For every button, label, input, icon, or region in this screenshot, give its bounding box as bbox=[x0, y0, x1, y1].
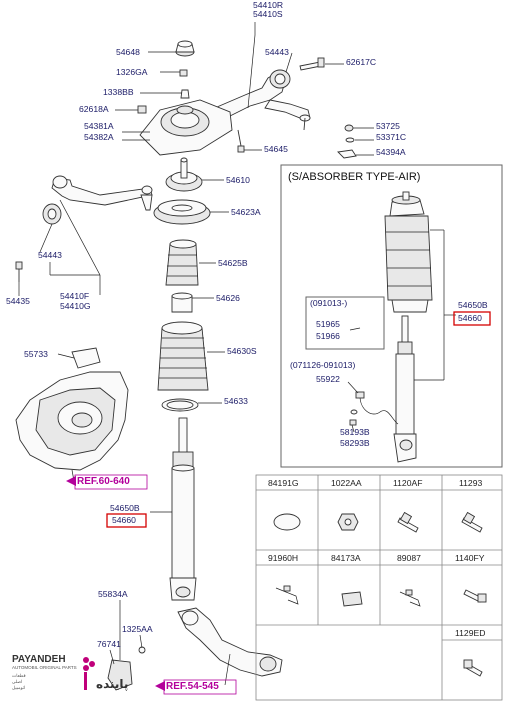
logo-sub2: اصلی bbox=[12, 679, 22, 684]
bolt-icon bbox=[461, 511, 483, 533]
table-header-1140FY: 1140FY bbox=[455, 553, 485, 563]
ref-label-ref60640: REF.60-640 bbox=[77, 476, 130, 487]
part-label-p54410F: 54410F bbox=[60, 291, 89, 301]
part-label-p55834A: 55834A bbox=[98, 589, 128, 599]
part-label-p54382A: 54382A bbox=[84, 132, 114, 142]
strut-column bbox=[153, 157, 211, 601]
part-label-p54650Ba: 54650B bbox=[110, 503, 140, 513]
clip-icon bbox=[275, 585, 299, 605]
part-label-p54648: 54648 bbox=[116, 47, 140, 57]
part-label-p071126: (071126-091013) bbox=[290, 360, 355, 370]
part-label-p58293B: 58293B bbox=[340, 438, 370, 448]
part-label-p54650Bb: 54650B bbox=[458, 300, 488, 310]
part-label-p62617C: 62617C bbox=[346, 57, 376, 67]
part-label-p54394A: 54394A bbox=[376, 147, 406, 157]
parts-table: 84191G 1022AA 1120AF 11293 91960H 84173A… bbox=[255, 474, 503, 701]
table-header-1022AA: 1022AA bbox=[331, 478, 362, 488]
part-label-p54626: 54626 bbox=[216, 293, 240, 303]
ref-label-ref54545: REF.54-545 bbox=[166, 681, 219, 692]
lower-arm-assembly bbox=[15, 175, 153, 282]
part-label-p54610: 54610 bbox=[226, 175, 250, 185]
part-label-p54443a: 54443 bbox=[265, 47, 289, 57]
part-label-p54645: 54645 bbox=[264, 144, 288, 154]
part-label-p53725: 53725 bbox=[376, 121, 400, 131]
part-label-p54381A: 54381A bbox=[84, 121, 114, 131]
part-label-p53371C: 53371C bbox=[376, 132, 406, 142]
air-absorber-inset: (S/ABSORBER TYPE-AIR) bbox=[280, 164, 503, 468]
leader-lines bbox=[18, 22, 374, 686]
part-label-p51965: 51965 bbox=[316, 319, 340, 329]
logo-tagline: AUTOMOBIL ORIGINAL PARTS bbox=[12, 665, 77, 670]
logo-persian: پاینده bbox=[96, 677, 128, 691]
pad-icon bbox=[341, 591, 363, 607]
part-label-p55733: 55733 bbox=[24, 349, 48, 359]
table-header-1129ED: 1129ED bbox=[455, 628, 485, 638]
part-label-p55922: 55922 bbox=[316, 374, 340, 384]
bolt-icon bbox=[463, 659, 483, 677]
part-label-p54410R: 54410R bbox=[253, 0, 283, 10]
part-label-p54660a: 54660 bbox=[112, 515, 136, 525]
part-label-p54630S: 54630S bbox=[227, 346, 257, 356]
part-label-p54443b: 54443 bbox=[38, 250, 62, 260]
clip-icon bbox=[399, 589, 421, 607]
table-header-84191G: 84191G bbox=[268, 478, 299, 488]
part-label-p54410S: 54410S bbox=[253, 9, 283, 19]
nut-icon bbox=[337, 513, 359, 531]
part-label-p54660b: 54660 bbox=[458, 313, 482, 323]
table-header-84173A: 84173A bbox=[331, 553, 361, 563]
part-label-p091013: (091013-) bbox=[310, 298, 347, 308]
part-label-p62618A: 62618A bbox=[79, 104, 109, 114]
plug-icon bbox=[273, 513, 301, 531]
part-label-p1338BB: 1338BB bbox=[103, 87, 134, 97]
part-label-p76741: 76741 bbox=[97, 639, 121, 649]
part-label-p51966: 51966 bbox=[316, 331, 340, 341]
inset-title: (S/ABSORBER TYPE-AIR) bbox=[288, 171, 420, 183]
logo-sub1: قطعات bbox=[12, 673, 26, 678]
table-header-1120AF: 1120AF bbox=[393, 478, 422, 488]
part-label-p1325AA: 1325AA bbox=[122, 624, 153, 634]
body-panel-ref-60-640 bbox=[15, 347, 129, 471]
part-label-p54410G: 54410G bbox=[60, 301, 91, 311]
payandeh-logo: PAYANDEH AUTOMOBIL ORIGINAL PARTS قطعات … bbox=[12, 654, 128, 691]
ref-arrows bbox=[66, 474, 237, 695]
table-header-11293: 11293 bbox=[459, 478, 482, 488]
part-label-p1326GA: 1326GA bbox=[116, 67, 148, 77]
bolt-icon bbox=[463, 589, 487, 603]
highlight-54660-main bbox=[106, 513, 147, 528]
bolt-icon bbox=[397, 511, 419, 533]
table-header-89087: 89087 bbox=[397, 553, 421, 563]
part-label-p54633: 54633 bbox=[224, 396, 248, 406]
logo-brand: PAYANDEH bbox=[12, 654, 66, 665]
part-label-p54435: 54435 bbox=[6, 296, 30, 306]
upper-arm-assembly bbox=[137, 40, 357, 159]
part-label-p54623A: 54623A bbox=[231, 207, 261, 217]
logo-sub3: اتومبیل bbox=[12, 685, 25, 691]
part-label-p54625B: 54625B bbox=[218, 258, 248, 268]
part-label-p58193B: 58193B bbox=[340, 427, 370, 437]
highlight-54660-inset bbox=[453, 311, 491, 326]
table-header-91960H: 91960H bbox=[268, 553, 298, 563]
